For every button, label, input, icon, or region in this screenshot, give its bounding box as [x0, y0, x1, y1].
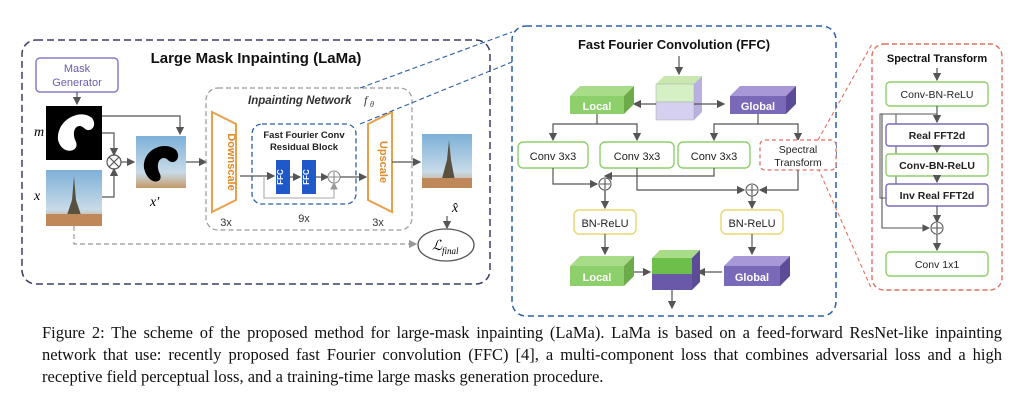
bn-relu-local-label: BN-ReLU [581, 218, 628, 230]
mask-generator-label-1: Mask [64, 63, 91, 75]
inpainting-network-box [205, 87, 413, 231]
downscale-count: 3x [220, 217, 232, 229]
label-x-hat: x̂ [451, 201, 459, 216]
local-input-label: Local [583, 101, 612, 113]
ffc-layer-1-label: FFC [276, 169, 285, 185]
network-symbol-sub: θ [370, 100, 374, 109]
spectral-title: Spectral Transform [887, 53, 987, 65]
local-output-label: Local [583, 272, 612, 284]
label-m: m [34, 125, 44, 140]
network-symbol: f [364, 93, 369, 107]
label-x-prime: x′ [149, 195, 160, 210]
ffc-panel [511, 25, 837, 317]
mask-generator-label-2: Generator [52, 77, 102, 89]
downscale-label: Downscale [225, 133, 237, 190]
upscale-block [367, 110, 393, 214]
output-tensor [652, 250, 700, 290]
inpainting-network-title: Inpainting Network [248, 95, 352, 107]
label-x: x [33, 189, 41, 204]
figure-caption: Figure 2: The scheme of the proposed met… [42, 323, 1002, 386]
global-input-tensor [730, 86, 796, 114]
downscale-block [211, 110, 237, 214]
mask-image [46, 106, 102, 160]
ffc-layer-2 [302, 160, 316, 194]
ffc-block-title-2: Residual Block [270, 142, 339, 153]
global-output-label: Global [735, 272, 769, 284]
spectral-step-5 [885, 251, 989, 277]
spectral-step-5-label: Conv 1x1 [915, 259, 960, 271]
bn-relu-global-label: BN-ReLU [728, 218, 775, 230]
spectral-step-3-label: Conv-BN-ReLU [899, 160, 975, 172]
spectral-step-1-label: Conv-BN-ReLU [901, 89, 974, 101]
masked-image [136, 136, 186, 188]
ffc-block-title-1: Fast Fourier Conv [263, 130, 345, 141]
local-output-tensor [570, 256, 634, 286]
loss-subscript: final [442, 246, 459, 256]
loss-symbol: ℒ [432, 239, 443, 254]
ffc-residual-block [251, 123, 357, 205]
global-output-tensor [724, 256, 790, 286]
output-image [422, 134, 472, 188]
spectral-block-label-1: Spectral [779, 144, 818, 156]
input-tensor [655, 76, 702, 121]
local-input-tensor [570, 86, 634, 114]
ffc-count: 9x [298, 213, 310, 225]
lama-architecture-diagram: Large Mask Inpainting (LaMa) Mask Genera… [21, 25, 1003, 317]
ffc-layer-1 [276, 160, 290, 194]
spectral-block-label-2: Transform [774, 157, 822, 169]
ffc-title: Fast Fourier Convolution (FFC) [578, 37, 770, 52]
spectral-step-2-label: Real FFT2d [909, 130, 966, 142]
lama-title: Large Mask Inpainting (LaMa) [151, 50, 362, 67]
conv-global-local-label: Conv 3x3 [691, 151, 737, 163]
conv-local-local-label: Conv 3x3 [530, 151, 576, 163]
conv-local-global-label: Conv 3x3 [614, 151, 660, 163]
upscale-count: 3x [372, 217, 384, 229]
global-input-label: Global [741, 101, 775, 113]
lama-panel [21, 39, 491, 285]
spectral-step-4-label: Inv Real FFT2d [900, 190, 975, 202]
upscale-label: Upscale [377, 141, 389, 183]
ffc-layer-2-label: FFC [302, 169, 311, 185]
input-photo [46, 170, 102, 226]
spectral-panel [871, 43, 1003, 291]
loss-node [417, 228, 475, 262]
